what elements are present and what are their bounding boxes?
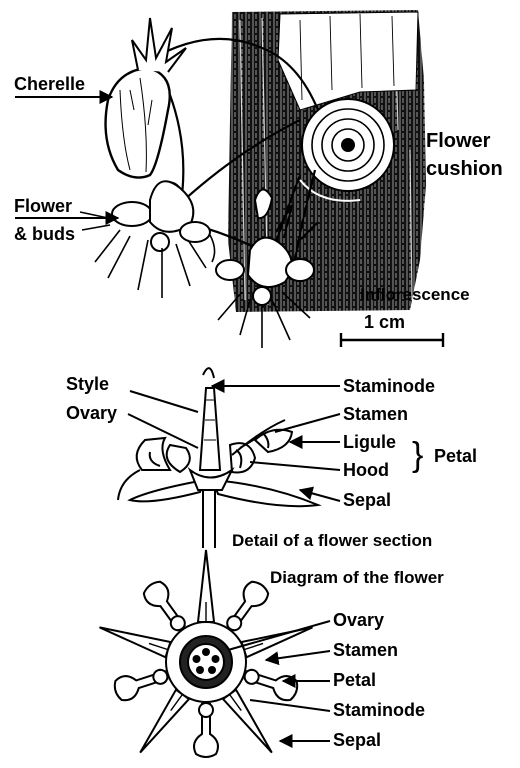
caption-flower-section: Detail of a flower section: [232, 531, 432, 551]
label-flower-buds-line1: Flower: [14, 196, 72, 217]
label-flower-cushion-line2: cushion: [426, 157, 503, 181]
cherelle-pod: [106, 18, 186, 178]
label-petal-diagram: Petal: [333, 670, 376, 691]
label-flower-buds-line2: & buds: [14, 224, 75, 245]
flower-cluster-left: [80, 181, 215, 298]
ovary-diagram-pointer: [228, 621, 330, 650]
label-staminode-section: Staminode: [343, 376, 435, 397]
label-sepal-diagram: Sepal: [333, 730, 381, 751]
label-staminode-diagram: Staminode: [333, 700, 425, 721]
label-stamen-section: Stamen: [343, 404, 408, 425]
petal-brace: }: [412, 438, 423, 472]
label-ovary-diagram: Ovary: [333, 610, 384, 631]
staminode-diagram-pointer: [250, 700, 330, 711]
label-inflorescence: Inflorescence: [360, 285, 470, 305]
flower-section-drawing: [118, 368, 318, 548]
label-ligule: Ligule: [343, 432, 396, 453]
caption-flower-diagram: Diagram of the flower: [270, 568, 444, 588]
hood-pointer: [250, 462, 340, 470]
label-petal-group: Petal: [434, 446, 477, 467]
scale-bar: [341, 333, 443, 347]
label-ovary-section: Ovary: [66, 403, 117, 424]
label-stamen-diagram: Stamen: [333, 640, 398, 661]
stamen-diagram-pointer: [266, 651, 330, 660]
label-scale: 1 cm: [364, 312, 405, 333]
label-flower-cushion-line1: Flower: [426, 129, 490, 153]
label-sepal-section: Sepal: [343, 490, 391, 511]
label-hood: Hood: [343, 460, 389, 481]
stamen-pointer: [275, 414, 340, 432]
style-pointer: [130, 391, 198, 412]
label-cherelle: Cherelle: [14, 74, 85, 95]
label-style: Style: [66, 374, 109, 395]
